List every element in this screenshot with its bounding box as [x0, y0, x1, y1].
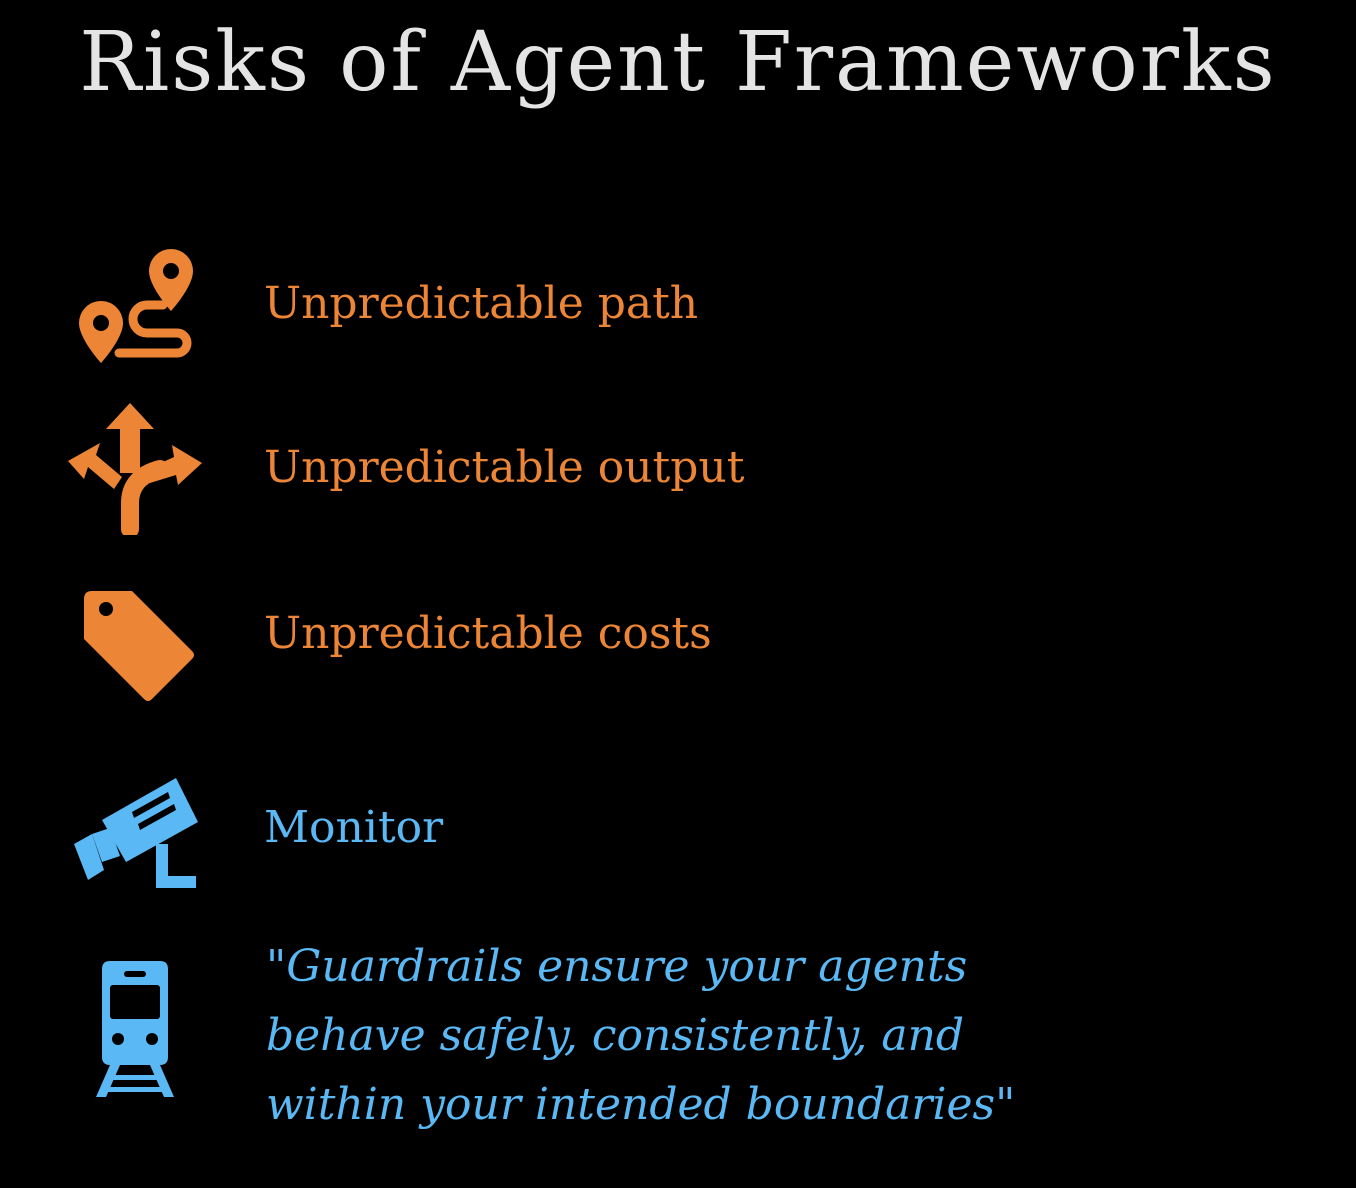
mitigation-label: Monitor — [264, 802, 444, 853]
quote-line: "Guardrails ensure your agents — [266, 941, 968, 992]
security-camera-icon — [60, 768, 210, 898]
mitigation-item-guardrails — [60, 961, 210, 1097]
route-icon — [60, 240, 210, 370]
train-icon — [60, 961, 210, 1097]
risk-label: Unpredictable costs — [264, 608, 712, 659]
guardrails-quote: "Guardrails ensure your agents behave sa… — [266, 932, 1326, 1139]
risk-label: Unpredictable path — [264, 278, 699, 329]
risk-item-output: Unpredictable output — [60, 403, 744, 535]
price-tag-icon — [60, 578, 210, 708]
quote-line: within your intended boundaries" — [266, 1079, 1016, 1130]
risk-label: Unpredictable output — [264, 442, 745, 493]
mitigation-item-monitor: Monitor — [60, 768, 443, 898]
slide-title: Risks of Agent Frameworks — [79, 15, 1277, 110]
risk-item-path: Unpredictable path — [60, 240, 698, 370]
quote-line: behave safely, consistently, and — [266, 1010, 965, 1061]
split-arrows-icon — [60, 403, 210, 535]
risk-item-costs: Unpredictable costs — [60, 578, 712, 708]
